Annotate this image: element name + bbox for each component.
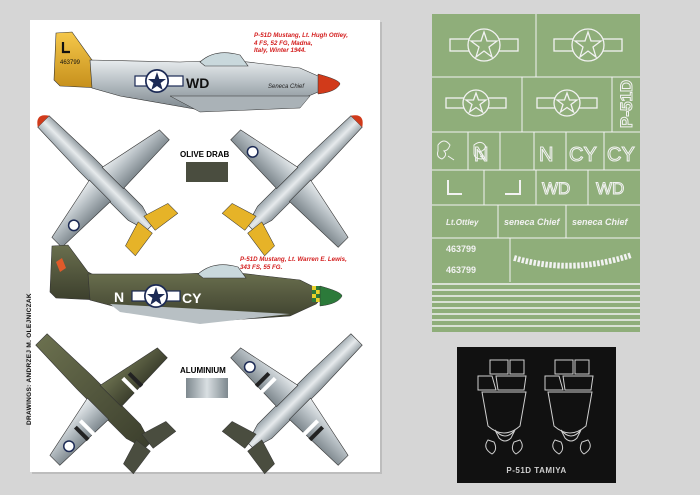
aircraft-1-code: WD [186,75,209,91]
aircraft-1-caption-line-3: Italy, Winter 1944. [254,47,306,55]
decal-script-small: Lt.Ottley [446,218,479,227]
aluminium-label: ALUMINIUM [180,366,226,375]
mask-label: P-51D TAMIYA [506,466,567,475]
aircraft-1-caption: P-51D Mustang, Lt. Hugh Ottley, 4 FS, 52… [254,32,348,55]
aircraft-2-top-view [35,333,177,475]
decal-script-name-1: seneca Chief [504,217,561,227]
aircraft-1-side-profile: WD 463799 Seneca Chief [53,31,341,113]
olive-drab-label: OLIVE DRAB [180,150,230,159]
decal-letter-n-2: N [539,144,553,166]
decal-letters-cy-1: CY [569,144,597,166]
aircraft-2-caption: P-51D Mustang, Lt. Warren E. Lewis, 343 … [240,256,347,271]
aircraft-2-bottom-view [221,333,363,475]
aircraft-1-nose-art: Seneca Chief [268,84,305,90]
aircraft-1-serial: 463799 [60,60,81,66]
olive-drab-swatch [186,162,228,182]
decal-serial-1: 463799 [446,244,476,254]
decal-letter-n-1: N [474,144,488,166]
aircraft-1-caption-line-2: 4 FS, 52 FG, Madna, [254,39,313,47]
decal-letters-cy-2: CY [607,144,635,166]
aircraft-1-top-view [37,115,179,257]
decal-sheet: P-51D N N CY CY WD WD Lt.Ottley seneca C… [432,14,640,332]
decal-fin-marking: P-51D [617,80,636,128]
aircraft-2-code-right: CY [182,290,202,306]
aircraft-1-caption-line-1: P-51D Mustang, Lt. Hugh Ottley, [254,32,348,39]
aircraft-2-caption-line-2: 343 FS, 55 FG. [240,263,283,271]
aircraft-2-code-left: N [114,289,124,305]
decal-script-name-2: seneca Chief [572,217,629,227]
aircraft-2-caption-line-1: P-51D Mustang, Lt. Warren E. Lewis, [240,256,347,263]
decal-letters-wd-1: WD [542,179,570,198]
decal-letters-wd-2: WD [596,179,624,198]
decal-serial-2: 463799 [446,265,476,275]
aluminium-swatch [186,378,228,398]
aircraft-2-side-profile: N CY [49,244,343,324]
aircraft-1-bottom-view [221,115,363,257]
